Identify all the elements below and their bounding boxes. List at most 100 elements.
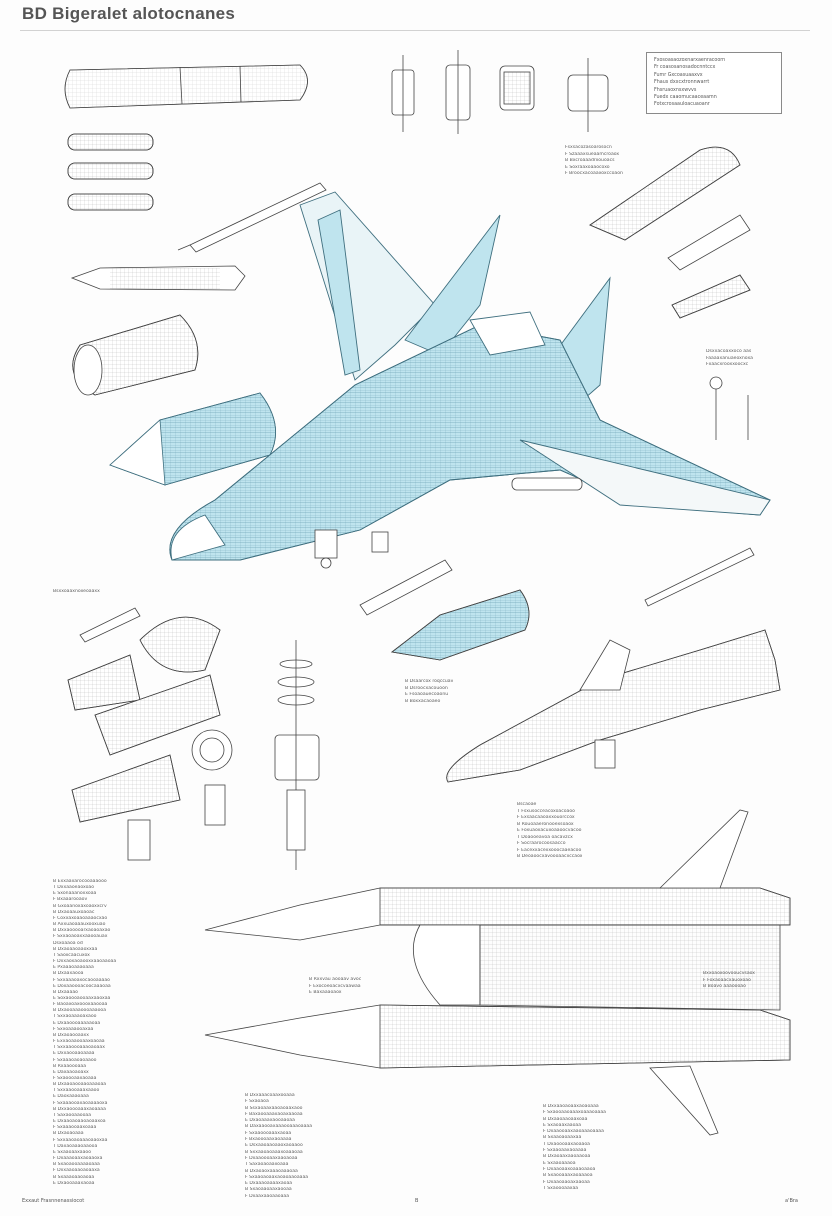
legend-box: Fxosoasaozoxnarxaenracoorn Fr coasosanos… — [646, 52, 782, 114]
note-mid-left-between: B Rxxvau aooaav avoc F Exocoeoacxcvaawaa… — [306, 977, 361, 997]
note-line: B Gxoaanoxaxoaoxxcrv — [53, 903, 107, 909]
footer-left-text: Exxaut Frasnnenassiocot — [22, 1198, 85, 1204]
note-line: B Dxaaaao — [53, 989, 78, 995]
note-line: F Bxaoooaaxaoaaaa — [245, 1137, 292, 1143]
note-line: F Sxaaoooaaaxaoaa — [245, 1130, 292, 1136]
note-line: B Sxaooaaaxaoaaaoa — [543, 1173, 593, 1179]
main-fighter-jet — [169, 191, 771, 561]
note-line: B Dxxaooooarxaoaoaxao — [53, 928, 111, 934]
note-line: T Saxaooaaooaa — [53, 1112, 92, 1118]
title-divider — [20, 30, 810, 31]
note-line: F Baoaxoaxoooxaaooaa — [53, 1002, 108, 1008]
note-line: F Sxxaaaoaxocaooaaaao — [53, 977, 110, 983]
note-line: Dsxoaaoa od — [53, 940, 83, 946]
missile-row — [67, 133, 154, 211]
note-line: E Foxuaoxacuxoaaoocvacoo — [517, 828, 582, 833]
note-line: T Daxaoaaaoaaooa — [53, 1143, 98, 1149]
missile-left-mid — [70, 265, 246, 291]
note-line: E Dxaaoooaaaaaoaa — [53, 1020, 101, 1026]
note-right-mid: Dsxxacoaxxoco aas Faaaaxanuaeoxnoxa Fxaa… — [703, 349, 753, 369]
note-line: E Daxaaoaoaxx — [53, 1069, 89, 1075]
note-line: E Fsoaoauecoaonu — [405, 692, 449, 697]
note-line: F Dxaaxaaoaaoaaa — [245, 1193, 290, 1199]
note-line: Bxxoaoxoovooucvsaox — [703, 971, 756, 976]
note-line: B Axxuaoaaauxooxuao — [53, 922, 106, 928]
note-line: E Sxaoaaxaaoaa — [543, 1122, 582, 1128]
note-line: Dsxxacoaxxoco aas — [706, 349, 752, 354]
note-line: F Dxaaaoaaxaoaaoxa — [53, 1156, 103, 1162]
note-line: T Dxaoooaaxaoaaoa — [543, 1141, 590, 1147]
note-line: B Sxaoaaoaaxaooaa — [245, 1187, 292, 1193]
landing-gear — [314, 477, 583, 569]
note-line: B Dxaoaoaaa — [53, 1131, 84, 1137]
note-line: F Baxaooaaaxaoaxaaoaa — [245, 1111, 303, 1117]
note-line: F Sxaoaoa — [245, 1099, 269, 1105]
note-line: T Doaooeavoa oacavzcx — [517, 834, 573, 840]
note-line: B Rouoaaeronooexsoaox — [517, 821, 574, 827]
note-line: F Exocoeoacxcvaawaa — [309, 983, 361, 989]
note-line: F Sxaaaooaaxoaaa — [53, 1125, 97, 1131]
legend-line: Fxosoasaozoxnarxaenracoorn — [654, 58, 726, 63]
missiles-center — [359, 559, 530, 661]
legend-line: Fhaus dxxcxtronnwarrt — [654, 80, 710, 86]
note-line: E Pxaaaoaaaoaaa — [53, 965, 94, 971]
note-line: F Dxxaaoaaoaoaaxa — [53, 1168, 100, 1174]
note-line: E Sxaaoaaxaaoo — [53, 1149, 92, 1155]
note-left-section: Bsxxoaaxnoxeoaaxx — [50, 589, 100, 596]
note-line: B Daxaaooaxaaaooaaaoaaaa — [245, 1124, 313, 1130]
note-line: E Dsxaaoaaoaaoxaoaaoo — [245, 1143, 303, 1149]
note-line: B Dxaoaauxoaoac — [53, 909, 95, 915]
note-line: B Dxaoaoxaaaoaaaoaa — [245, 1168, 298, 1174]
note-line: B Sxaaoaoaaxaa — [543, 1135, 582, 1141]
note-line: F Sxaaaoaoaoaaoo — [53, 1057, 97, 1063]
note-line: T Dxxaaoeaoxoao — [53, 885, 95, 891]
legend-text: Fxosoasaozoxnarxaenracoorn Fr coasosanos… — [651, 57, 725, 109]
note-line: E Dxxaooaaoaaaa — [53, 1051, 95, 1057]
page-title: BD Bigeralet alotocnanes — [22, 4, 236, 23]
note-line: B Rxaaoooaaa — [53, 1063, 87, 1069]
note-line: B Bxcroaaadrxouoacs — [565, 158, 615, 163]
note-line: E Soxraaxoaaocoxo — [565, 164, 610, 170]
note-line: E Dxaaoaoaaoaoaaxoa — [53, 1119, 106, 1125]
note-line: T Sxxaoaaaoaxaoo — [53, 1014, 97, 1020]
note-line: B Dxaoaooaaxx — [53, 1032, 89, 1038]
small-parts-top — [391, 50, 609, 134]
note-line: E Soxaoooaooaaxaaoxaa — [53, 995, 111, 1001]
legend-line: Fr coasosanosadocnntccx — [654, 65, 716, 71]
note-line: F Sxaoooaaxaoaaa — [53, 1076, 97, 1081]
note-line: F Exsaacaaoaxxouorccox — [517, 815, 575, 820]
legend-line: Fumr Gxcoasuaaxvx — [654, 72, 703, 78]
note-line: B Dxaoaaoaaoxxaa — [53, 946, 98, 952]
note-line: B Boxxacaoaeo — [405, 698, 441, 704]
note-line: B Dxaaxaooa — [53, 971, 84, 977]
note-line: B Dsaarcox roqccuav — [405, 679, 454, 684]
note-line: B Boavo aaaoooao — [703, 984, 746, 989]
note-line: E Dxaaaoaaaaxaoaa — [245, 1181, 293, 1187]
note-line: F Dxaaoaaoaxaaoaa — [543, 1179, 590, 1185]
note-line: F Dxxaoxaoaooxxaaoaaoaa — [53, 959, 117, 965]
blue-fuel-pod — [109, 392, 276, 486]
note-upper-right: Fsxsacozasoarosocn F Szaaaxsueaamcroaox … — [562, 145, 623, 178]
note-line: T Saoxcaacuxox — [53, 952, 90, 958]
note-line: F Socraarocoosaacco — [517, 841, 566, 846]
legend-line: Fuedx caaomucaaceaamn — [654, 95, 717, 101]
engine-nacelle-top — [64, 64, 308, 109]
note-line: Fsxsacozasoarosocn — [565, 145, 612, 150]
note-line: E Baxaaaoaox — [309, 990, 342, 995]
note-line: T Sxxaaoooaaaoaoaax — [53, 1045, 105, 1051]
note-line: E Sxonaaanoxxoaa — [53, 891, 97, 897]
note-line: E Daoxaaaoaaa — [53, 1094, 89, 1100]
legend-line: Fhsruaoxnsxwvvs — [654, 87, 697, 93]
note-line: F Szaaaxsueaamcroaox — [565, 151, 620, 157]
note-line: B Sxxaaoaoaaaxoaaaoaa — [245, 1149, 303, 1155]
note-line: E Doxaaoooacoocaaaoaa — [53, 983, 111, 989]
note-line: F Exxaoaaooaaxoaoaa — [53, 1039, 105, 1045]
engine-section-left — [72, 314, 199, 396]
footer-right-text: a'Bra — [785, 1198, 798, 1204]
note-line: F Sxaaoaoaaxaoaoaaoaaaa — [245, 1174, 309, 1180]
bottom-plan-view — [204, 809, 791, 1136]
note-line: F Foxaoaacxauoxoao — [703, 977, 751, 983]
note-line: F Bxaaarooaov — [53, 897, 88, 903]
note-line: F Broocxacoaaxoxccoaon — [565, 171, 623, 176]
